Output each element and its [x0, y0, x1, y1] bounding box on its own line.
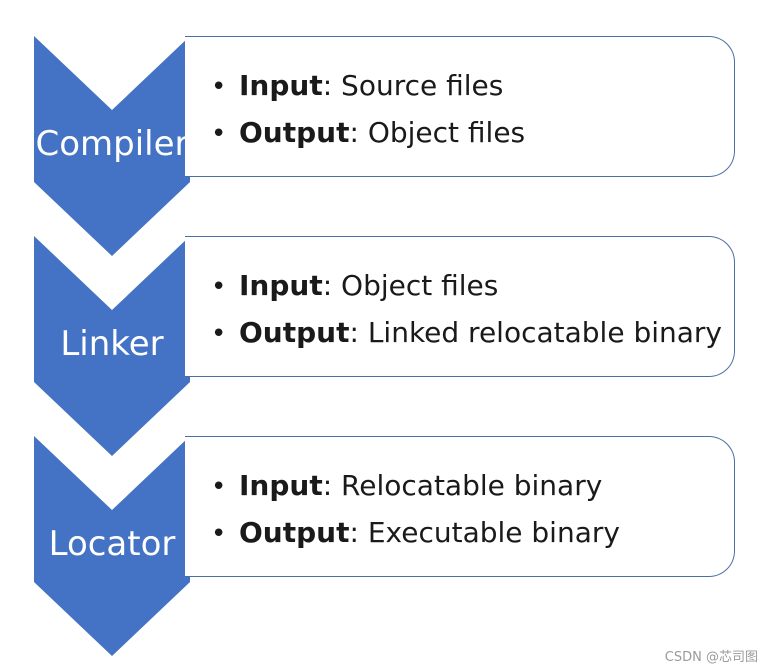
- output-key: Output: [239, 116, 350, 149]
- output-key: Output: [239, 316, 350, 349]
- bullet-icon: •: [211, 319, 227, 349]
- linker-output-item: • Output: Linked relocatable binary: [211, 310, 722, 357]
- locator-details-box: • Input: Relocatable binary • Output: Exec…: [185, 436, 735, 577]
- input-value: : Source files: [322, 69, 504, 102]
- compiler-details-box: • Input: Source files • Output: Object fil…: [185, 36, 735, 177]
- compiler-input-item: • Input: Source files: [211, 63, 525, 110]
- output-value: : Executable binary: [349, 516, 620, 549]
- locator-input-item: • Input: Relocatable binary: [211, 463, 620, 510]
- input-key: Input: [239, 469, 323, 502]
- output-value: : Object files: [349, 116, 526, 149]
- watermark: CSDN @芯司图: [664, 650, 758, 665]
- linker-details-box: • Input: Object files • Output: Linked rel…: [185, 236, 735, 377]
- input-key: Input: [239, 269, 323, 302]
- locator-output-item: • Output: Executable binary: [211, 510, 620, 557]
- linker-input-item: • Input: Object files: [211, 263, 722, 310]
- compiler-chevron: Compiler: [34, 36, 190, 256]
- compiler-output-item: • Output: Object files: [211, 110, 525, 157]
- bullet-icon: •: [211, 272, 227, 302]
- input-value: : Relocatable binary: [322, 469, 603, 502]
- linker-label: Linker: [60, 324, 164, 364]
- bullet-icon: •: [211, 119, 227, 149]
- bullet-icon: •: [211, 472, 227, 502]
- input-key: Input: [239, 69, 323, 102]
- bullet-icon: •: [211, 519, 227, 549]
- output-value: : Linked relocatable binary: [349, 316, 723, 349]
- compiler-chevron-shape: [34, 36, 190, 256]
- locator-label: Locator: [48, 524, 176, 564]
- input-value: : Object files: [322, 269, 499, 302]
- linker-chevron-shape: [34, 236, 190, 456]
- compiler-label: Compiler: [35, 124, 189, 164]
- locator-chevron-shape: [34, 436, 190, 656]
- bullet-icon: •: [211, 72, 227, 102]
- linker-chevron: Linker: [34, 236, 190, 456]
- output-key: Output: [239, 516, 350, 549]
- locator-chevron: Locator: [34, 436, 190, 656]
